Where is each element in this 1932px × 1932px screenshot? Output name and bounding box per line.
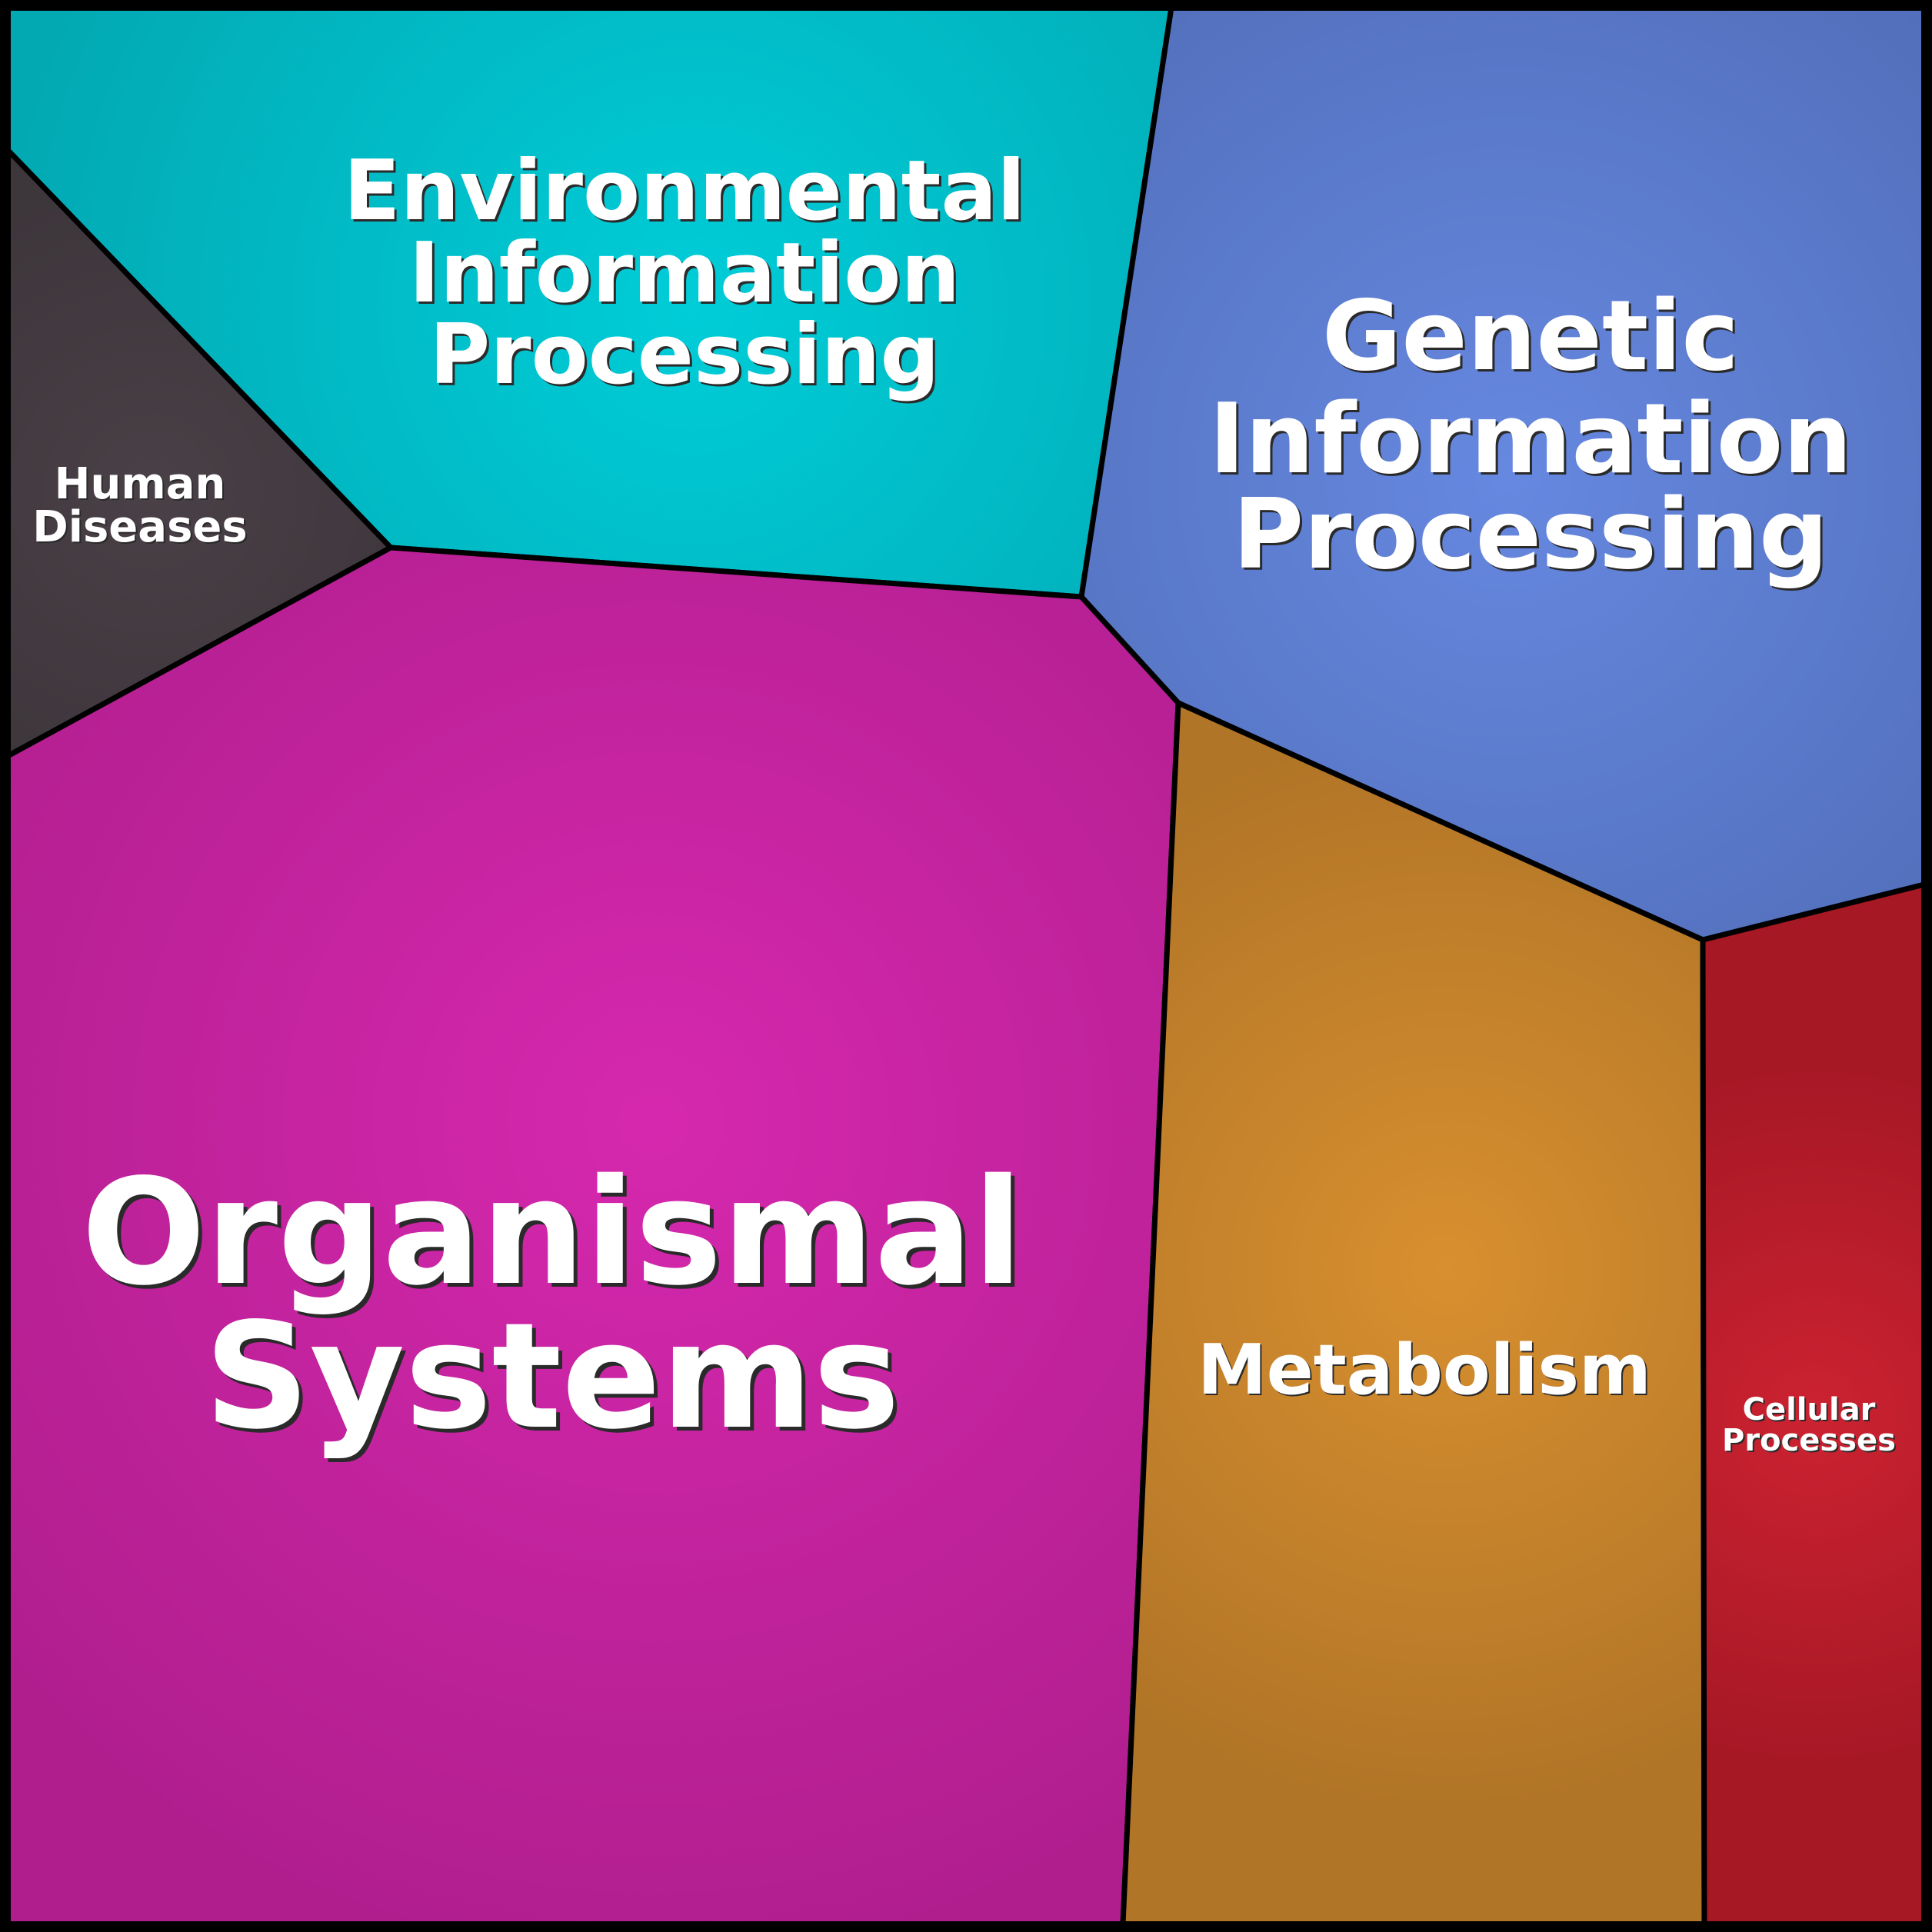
label-shadow: Human — [56, 461, 228, 511]
label-line: Information — [1209, 382, 1852, 495]
label-line: Systems — [205, 1291, 901, 1461]
label-line: Genetic — [1322, 279, 1739, 392]
label-line: Information — [409, 225, 961, 321]
label-line: Processes — [1722, 1423, 1896, 1458]
labels-layer: EnvironmentalEnvironmentalInformationInf… — [32, 143, 1897, 1465]
label-genetic-information-processing: GeneticGeneticInformationInformationProc… — [1209, 279, 1854, 593]
label-shadow: Metabolism — [1199, 1331, 1653, 1412]
label-environmental-information-processing: EnvironmentalEnvironmentalInformationInf… — [344, 143, 1028, 405]
label-line: Cellular — [1743, 1392, 1876, 1427]
cells-layer — [5, 5, 1927, 1927]
label-shadow: Environmental — [346, 145, 1028, 242]
label-shadow: Genetic — [1324, 281, 1741, 395]
label-line: Processing — [429, 307, 940, 403]
label-line: Organismal — [82, 1148, 1023, 1317]
label-line: Metabolism — [1198, 1330, 1651, 1411]
label-shadow: Information — [411, 228, 963, 324]
label-shadow: Processing — [431, 309, 942, 405]
label-shadow: Information — [1211, 385, 1854, 498]
label-line: Diseases — [32, 502, 247, 552]
label-shadow: Systems — [208, 1295, 904, 1465]
label-shadow: Cellular — [1744, 1394, 1877, 1429]
label-shadow: Diseases — [34, 504, 248, 554]
label-line: Environmental — [344, 143, 1026, 239]
label-line: Human — [55, 459, 226, 509]
label-shadow: Processing — [1235, 480, 1830, 593]
label-line: Processing — [1233, 478, 1828, 591]
label-shadow: Organismal — [85, 1151, 1027, 1321]
label-shadow: Processes — [1724, 1424, 1897, 1460]
